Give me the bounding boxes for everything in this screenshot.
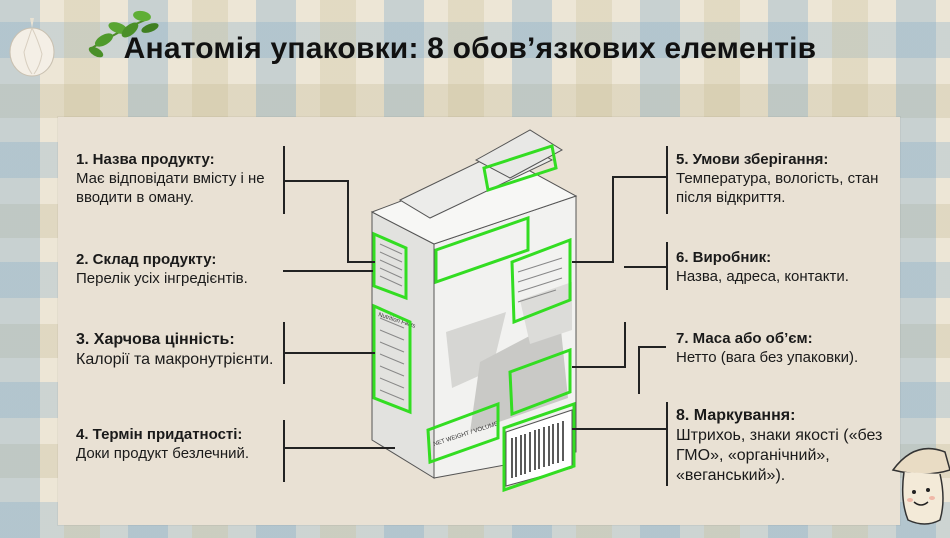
item-heading: 6. Виробник:	[676, 249, 772, 266]
item-nutrition: 3. Харчова цінність: Калорії та макронут…	[76, 330, 276, 370]
mushroom-icon	[891, 447, 950, 525]
connector-8	[666, 402, 668, 486]
item-heading: 4. Термін придатності:	[76, 426, 243, 443]
item-composition: 2. Склад продукту: Перелік усіх інгредіє…	[76, 250, 286, 288]
item-text: Має відповідати вмісту і не вводити в ом…	[76, 170, 265, 206]
item-heading: 7. Маса або об’єм:	[676, 330, 813, 347]
connector-7b-arm	[638, 346, 666, 348]
item-text: Калорії та макронутрієнти.	[76, 351, 274, 368]
connector-6-arm	[624, 266, 666, 268]
item-text: Доки продукт безлечний.	[76, 445, 250, 462]
connector-5-end	[572, 261, 614, 263]
item-heading: 8. Маркування:	[676, 407, 796, 424]
item-heading: 1. Назва продукту:	[76, 151, 215, 168]
connector-1-drop	[347, 180, 349, 262]
connector-7-arm	[572, 366, 626, 368]
item-mass: 7. Маса або об’єм: Нетто (вага без упако…	[676, 329, 891, 367]
connector-1-end	[347, 261, 375, 263]
item-expiry: 4. Термін придатності: Доки продукт безл…	[76, 425, 276, 463]
item-text: Назва, адреса, контакти.	[676, 268, 849, 285]
highlight-frames	[372, 144, 576, 493]
connector-5-arm	[612, 176, 666, 178]
herb-icon	[88, 10, 159, 58]
item-text: Штрихоь, знаки якості («без ГМО», «орган…	[676, 427, 883, 484]
item-heading: 5. Умови зберігання:	[676, 151, 829, 168]
connector-8-arm	[572, 428, 666, 430]
item-marking: 8. Маркування: Штрихоь, знаки якості («б…	[676, 406, 886, 486]
connector-5	[666, 146, 668, 214]
item-text: Нетто (вага без упаковки).	[676, 349, 859, 366]
item-heading: 2. Склад продукту:	[76, 251, 217, 268]
connector-7b	[638, 346, 640, 394]
barcode	[505, 409, 573, 487]
item-text: Перелік усіх інгредієнтів.	[76, 270, 248, 287]
connector-4	[283, 420, 285, 482]
garlic-icon	[9, 18, 55, 77]
connector-1-arm	[283, 180, 348, 182]
connector-6	[666, 242, 668, 290]
item-heading: 3. Харчова цінність:	[76, 331, 235, 348]
item-storage: 5. Умови зберігання: Температура, вологі…	[676, 150, 886, 207]
connector-5-drop	[612, 176, 614, 262]
connector-3-arm	[283, 352, 375, 354]
connector-2	[283, 270, 373, 272]
item-text: Температура, вологість, стан після відкр…	[676, 170, 879, 206]
page-title: Анатомія упаковки: 8 обов’язкових елемен…	[123, 32, 817, 65]
item-product-name: 1. Назва продукту: Має відповідати вміст…	[76, 150, 276, 207]
connector-4-arm	[283, 447, 395, 449]
connector-7	[624, 322, 626, 368]
item-manufacturer: 6. Виробник: Назва, адреса, контакти.	[676, 248, 886, 286]
